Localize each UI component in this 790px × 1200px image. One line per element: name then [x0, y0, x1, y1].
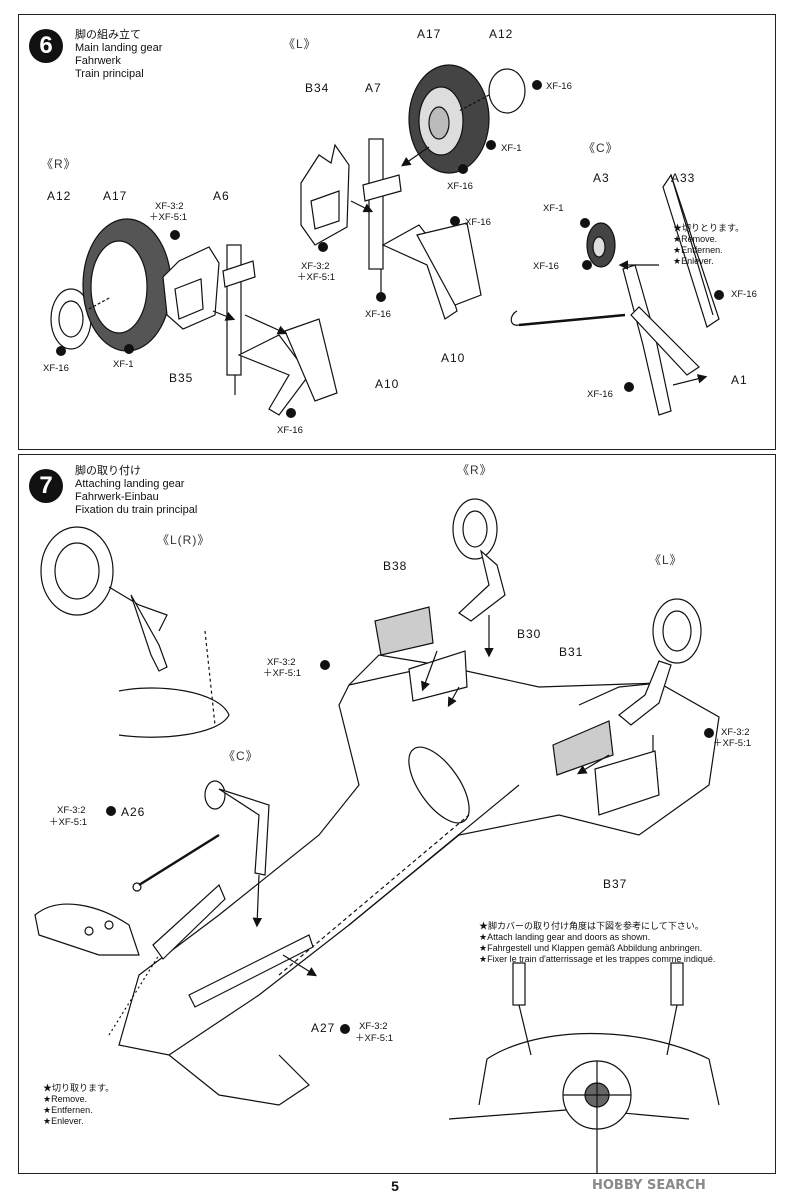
title-jp: 脚の取り付け	[75, 465, 141, 477]
paint-code: ＋XF-5:1	[263, 668, 302, 679]
paint-code: XF-16	[731, 289, 757, 300]
part-label-b35: B35	[169, 371, 194, 385]
part-label-a26: A26	[121, 805, 146, 819]
title-de: Fahrwerk-Einbau	[75, 491, 159, 503]
step-number-badge: 6	[29, 29, 63, 63]
part-label-b30: B30	[517, 627, 542, 641]
remove-note: ★切りとります。 ★Remove. ★Entfernen. ★Enlever.	[673, 223, 745, 266]
variant-label-center: 《C》	[223, 749, 259, 763]
paint-code: ＋XF-5:1	[355, 1033, 394, 1044]
paint-code: XF-3:2	[57, 805, 86, 816]
paint-code: XF-3:2	[721, 727, 750, 738]
paint-code: XF-3:2	[301, 261, 330, 272]
step-title: 脚の組み立て Main landing gear Fahrwerk Train …	[75, 29, 162, 81]
paint-code: XF-16	[587, 389, 613, 400]
part-label-b34: B34	[305, 81, 330, 95]
part-label-a17-r: A17	[103, 189, 128, 203]
title-fr: Fixation du train principal	[75, 504, 198, 516]
paint-code: XF-3:2	[267, 657, 296, 668]
part-label-a3: A3	[593, 171, 610, 185]
paint-code: ＋XF-5:1	[713, 738, 752, 749]
paint-code: XF-16	[277, 425, 303, 436]
paint-code: XF-1	[501, 143, 522, 154]
step-6-illustration	[50, 64, 724, 418]
paint-code: XF-16	[447, 181, 473, 192]
step-7-panel: 7 脚の取り付け Attaching landing gear Fahrwerk…	[18, 454, 776, 1174]
part-label-a7: A7	[365, 81, 382, 95]
paint-code: XF-16	[365, 309, 391, 320]
step-7-illustration	[34, 498, 720, 1173]
paint-code: XF-16	[43, 363, 69, 374]
part-label-a10: A10	[441, 351, 466, 365]
paint-code: XF-1	[113, 359, 134, 370]
page-number: 5	[391, 1178, 399, 1194]
part-label-a12: A12	[489, 27, 514, 41]
paint-code: XF-16	[533, 261, 559, 272]
part-label-a33: A33	[671, 171, 696, 185]
variant-label-right: 《R》	[41, 157, 77, 171]
paint-code: XF-16	[546, 81, 572, 92]
paint-code: ＋XF-5:1	[297, 272, 336, 283]
title-fr: Train principal	[75, 68, 144, 80]
watermark: HOBBY SEARCH	[592, 1178, 706, 1193]
variant-label-right: 《R》	[457, 463, 493, 477]
paint-code: XF-1	[543, 203, 564, 214]
step-title: 脚の取り付け Attaching landing gear Fahrwerk-E…	[75, 465, 197, 517]
paint-code: XF-3:2	[359, 1021, 388, 1032]
part-label-a12-r: A12	[47, 189, 72, 203]
part-label-a27: A27	[311, 1021, 336, 1035]
part-label-b38: B38	[383, 559, 408, 573]
variant-label-left: 《L》	[649, 553, 683, 567]
attach-note: ★脚カバーの取り付け角度は下図を参考にして下さい。 ★Attach landin…	[479, 921, 716, 964]
paint-code: ＋XF-5:1	[149, 212, 188, 223]
step-6-panel: 6 脚の組み立て Main landing gear Fahrwerk Trai…	[18, 14, 776, 450]
variant-label-lr: 《L(R)》	[157, 533, 211, 547]
title-jp: 脚の組み立て	[75, 29, 141, 41]
title-en: Attaching landing gear	[75, 478, 185, 490]
part-label-a17: A17	[417, 27, 442, 41]
paint-code: ＋XF-5:1	[49, 817, 88, 828]
part-label-a1: A1	[731, 373, 748, 387]
part-label-a6: A6	[213, 189, 230, 203]
variant-label-left: 《L》	[283, 37, 317, 51]
step-number-badge: 7	[29, 469, 63, 503]
part-label-b37: B37	[603, 877, 628, 891]
title-en: Main landing gear	[75, 42, 163, 54]
title-de: Fahrwerk	[75, 55, 121, 67]
paint-code: XF-3:2	[155, 201, 184, 212]
part-label-b31: B31	[559, 645, 584, 659]
paint-code: XF-16	[465, 217, 491, 228]
remove-note: ★切り取ります。 ★Remove. ★Entfernen. ★Enlever.	[43, 1083, 115, 1126]
variant-label-center: 《C》	[583, 141, 619, 155]
part-label-a10-bottom: A10	[375, 377, 400, 391]
